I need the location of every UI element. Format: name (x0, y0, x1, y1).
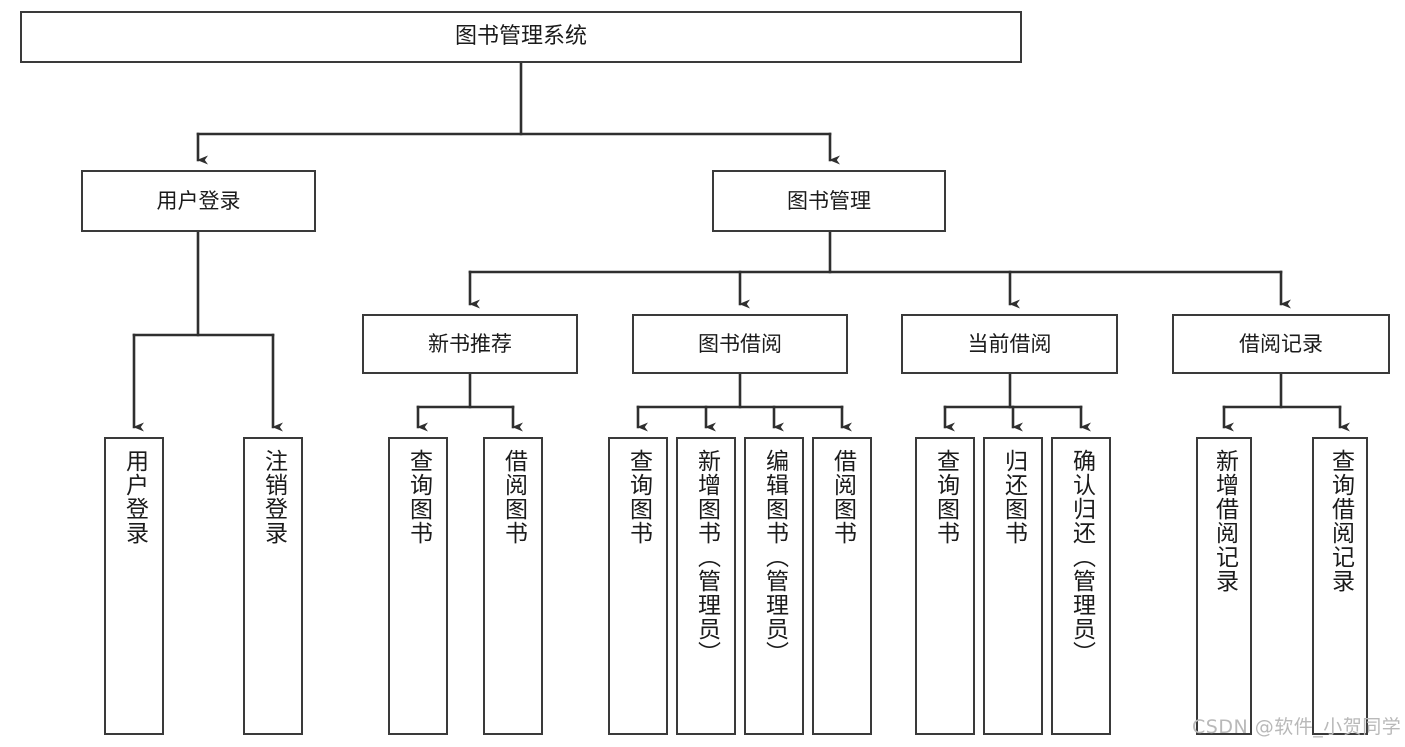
leaf-add-book-admin-label: 新增图书（管理员） (693, 449, 720, 665)
node-borrow-record[interactable]: 借阅记录 (1172, 314, 1390, 374)
leaf-current-query-book[interactable]: 查询图书 (915, 437, 975, 735)
leaf-user-login-label: 用户登录 (121, 449, 148, 545)
leaf-borrow-borrow-book[interactable]: 借阅图书 (812, 437, 872, 735)
node-user-login-label: 用户登录 (156, 188, 241, 213)
leaf-user-login[interactable]: 用户登录 (104, 437, 164, 735)
leaf-add-borrow-record-label: 新增借阅记录 (1211, 449, 1238, 593)
leaf-borrow-borrow-book-label: 借阅图书 (829, 449, 856, 545)
leaf-borrow-query-book-label: 查询图书 (625, 449, 652, 545)
node-new-book-recommend-label: 新书推荐 (428, 331, 512, 356)
node-user-login[interactable]: 用户登录 (81, 170, 316, 232)
leaf-add-book-admin[interactable]: 新增图书（管理员） (676, 437, 736, 735)
leaf-return-book-label: 归还图书 (1000, 449, 1027, 545)
node-book-manage[interactable]: 图书管理 (712, 170, 946, 232)
node-borrow-record-label: 借阅记录 (1239, 331, 1323, 356)
leaf-newbook-borrow-book[interactable]: 借阅图书 (483, 437, 543, 735)
leaf-confirm-return-admin[interactable]: 确认归还（管理员） (1051, 437, 1111, 735)
node-new-book-recommend[interactable]: 新书推荐 (362, 314, 578, 374)
leaf-borrow-query-book[interactable]: 查询图书 (608, 437, 668, 735)
leaf-newbook-query-book-label: 查询图书 (405, 449, 432, 545)
leaf-current-query-book-label: 查询图书 (932, 449, 959, 545)
leaf-edit-book-admin-label: 编辑图书（管理员） (761, 449, 788, 665)
leaf-confirm-return-admin-label: 确认归还（管理员） (1068, 449, 1095, 665)
leaf-edit-book-admin[interactable]: 编辑图书（管理员） (744, 437, 804, 735)
leaf-logout[interactable]: 注销登录 (243, 437, 303, 735)
leaf-newbook-query-book[interactable]: 查询图书 (388, 437, 448, 735)
node-current-borrow-label: 当前借阅 (967, 331, 1052, 356)
leaf-query-borrow-record-label: 查询借阅记录 (1327, 449, 1354, 593)
node-current-borrow[interactable]: 当前借阅 (901, 314, 1118, 374)
leaf-return-book[interactable]: 归还图书 (983, 437, 1043, 735)
node-book-manage-label: 图书管理 (787, 188, 871, 213)
node-root[interactable]: 图书管理系统 (20, 11, 1022, 63)
leaf-query-borrow-record[interactable]: 查询借阅记录 (1312, 437, 1368, 735)
leaf-logout-label: 注销登录 (260, 449, 287, 545)
watermark-text: CSDN @软件_小贺同学 (1192, 716, 1402, 738)
leaf-newbook-borrow-book-label: 借阅图书 (500, 449, 527, 545)
leaf-add-borrow-record[interactable]: 新增借阅记录 (1196, 437, 1252, 735)
node-book-borrow[interactable]: 图书借阅 (632, 314, 848, 374)
node-root-label: 图书管理系统 (454, 24, 587, 50)
node-book-borrow-label: 图书借阅 (698, 331, 782, 356)
